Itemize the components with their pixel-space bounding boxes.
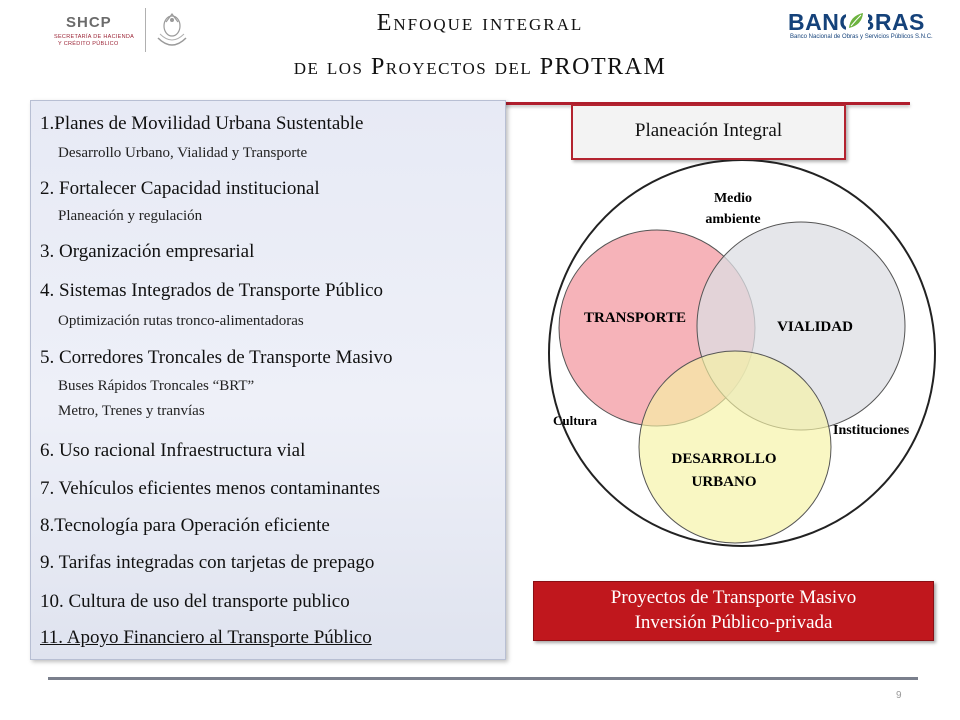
desarrollo-urbano-label-1: DESARROLLO: [671, 451, 776, 467]
page-number: 9: [896, 690, 902, 701]
list-item-9: 9. Tarifas integradas con tarjetas de pr…: [40, 552, 375, 573]
footer-rule: [48, 677, 918, 680]
planeacion-integral-label: Planeación Integral: [634, 120, 783, 141]
desarrollo-urbano-label-2: URBANO: [691, 474, 756, 490]
list-item-1-sub-1: Desarrollo Urbano, Vialidad y Transporte: [58, 145, 308, 161]
shcp-logo-subtitle-1: SECRETARÍA DE HACIENDA: [54, 34, 135, 40]
list-item-6: 6. Uso racional Infraestructura vial: [40, 440, 306, 461]
mexico-coat-of-arms-icon: [157, 13, 187, 46]
list-item-4: 4. Sistemas Integrados de Transporte Púb…: [40, 280, 384, 301]
list-item-7: 7. Vehículos eficientes menos contaminan…: [40, 478, 380, 499]
desarrollo-urbano-circle: [638, 350, 832, 544]
medio-ambiente-label-1: Medio: [714, 191, 752, 206]
proyectos-transporte-line-2: Inversión Público-privada: [634, 612, 833, 633]
logo-divider: [145, 8, 146, 52]
vialidad-label: VIALIDAD: [777, 319, 853, 335]
venn-diagram: Medio ambiente Cultura Instituciones TRA…: [548, 160, 936, 547]
measures-list-panel: [30, 100, 506, 660]
list-item-8: 8.Tecnología para Operación eficiente: [40, 515, 330, 536]
instituciones-label: Instituciones: [833, 423, 910, 438]
shcp-logo-subtitle-2: Y CRÉDITO PÚBLICO: [58, 41, 119, 47]
list-item-2-sub-1: Planeación y regulación: [58, 208, 203, 224]
proyectos-transporte-box: [533, 581, 934, 641]
slide-title-line-2: de los Proyectos del PROTRAM: [293, 54, 667, 80]
banobras-leaf-icon: [846, 10, 868, 32]
transporte-label: TRANSPORTE: [584, 310, 686, 326]
list-item-10: 10. Cultura de uso del transporte public…: [40, 591, 350, 612]
proyectos-transporte-line-1: Proyectos de Transporte Masivo: [610, 587, 857, 608]
list-item-5-sub-2: Metro, Trenes y tranvías: [58, 403, 205, 419]
medio-ambiente-label-2: ambiente: [705, 212, 760, 227]
cultura-label: Cultura: [553, 413, 598, 428]
list-item-4-sub-1: Optimización rutas tronco-alimentadoras: [58, 313, 304, 329]
planeacion-integral-box: [571, 104, 846, 160]
list-item-11: 11. Apoyo Financiero al Transporte Públi…: [40, 627, 372, 648]
banobras-logo-subtitle: Banco Nacional de Obras y Servicios Públ…: [790, 34, 933, 40]
list-item-3: 3. Organización empresarial: [40, 241, 255, 262]
list-item-2: 2. Fortalecer Capacidad institucional: [40, 178, 320, 199]
shcp-logo-text: SHCP: [66, 14, 112, 31]
slide-title-line-1: Enfoque integral: [376, 10, 584, 36]
list-item-5: 5. Corredores Troncales de Transporte Ma…: [40, 347, 393, 368]
list-item-1: 1.Planes de Movilidad Urbana Sustentable: [40, 113, 364, 134]
list-item-5-sub-1: Buses Rápidos Troncales “BRT”: [58, 378, 255, 394]
